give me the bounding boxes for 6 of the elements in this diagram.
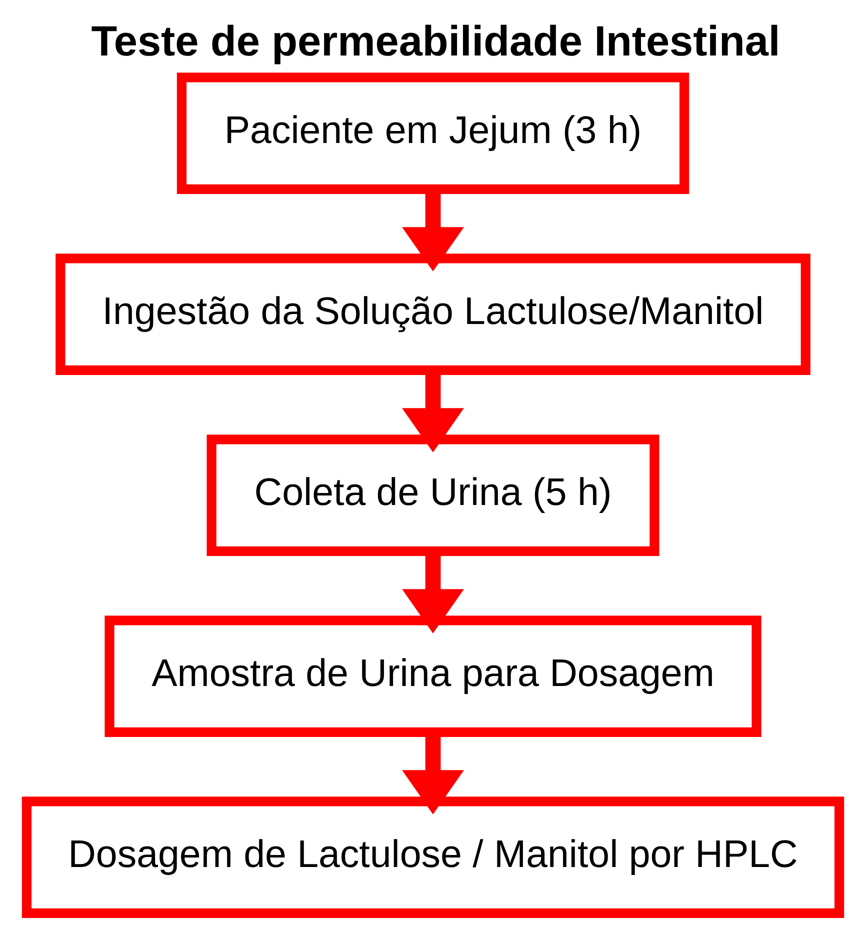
node-box: Amostra de Urina para Dosagem [104,616,761,737]
node-box: Paciente em Jejum (3 h) [176,72,689,194]
node-box: Dosagem de Lactulose / Manitol por HPLC [21,796,844,918]
node-box: Ingestão da Solução Lactulose/Manitol [55,254,810,375]
diagram-title: Teste de permeabilidade Intestinal [90,18,780,65]
node-box: Coleta de Urina (5 h) [206,434,659,556]
